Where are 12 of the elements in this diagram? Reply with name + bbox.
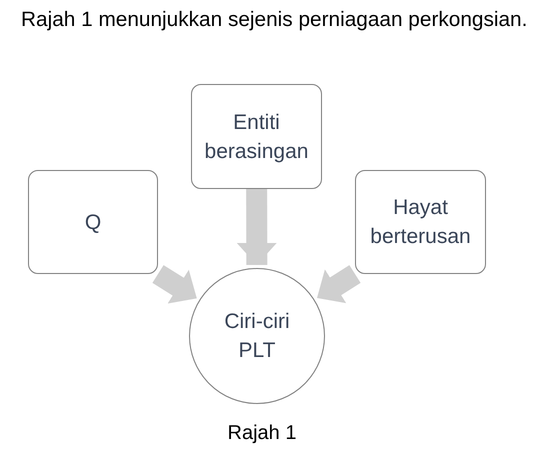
node-label: Hayat berterusan xyxy=(369,195,472,250)
node-label: Ciri-ciri PLT xyxy=(223,309,291,364)
arrow xyxy=(236,188,277,265)
rounded-box xyxy=(28,170,158,274)
rounded-box xyxy=(191,84,322,189)
arrow xyxy=(152,265,197,304)
node-label: Q xyxy=(84,210,102,236)
arrow xyxy=(317,265,361,304)
figure-caption: Rajah 1 xyxy=(228,421,296,445)
intro-text: Rajah 1 menunjukkan sejenis perniagaan perkongsian. xyxy=(21,8,528,32)
node-label: Entiti berasingan xyxy=(204,110,310,164)
rounded-box xyxy=(355,170,486,274)
